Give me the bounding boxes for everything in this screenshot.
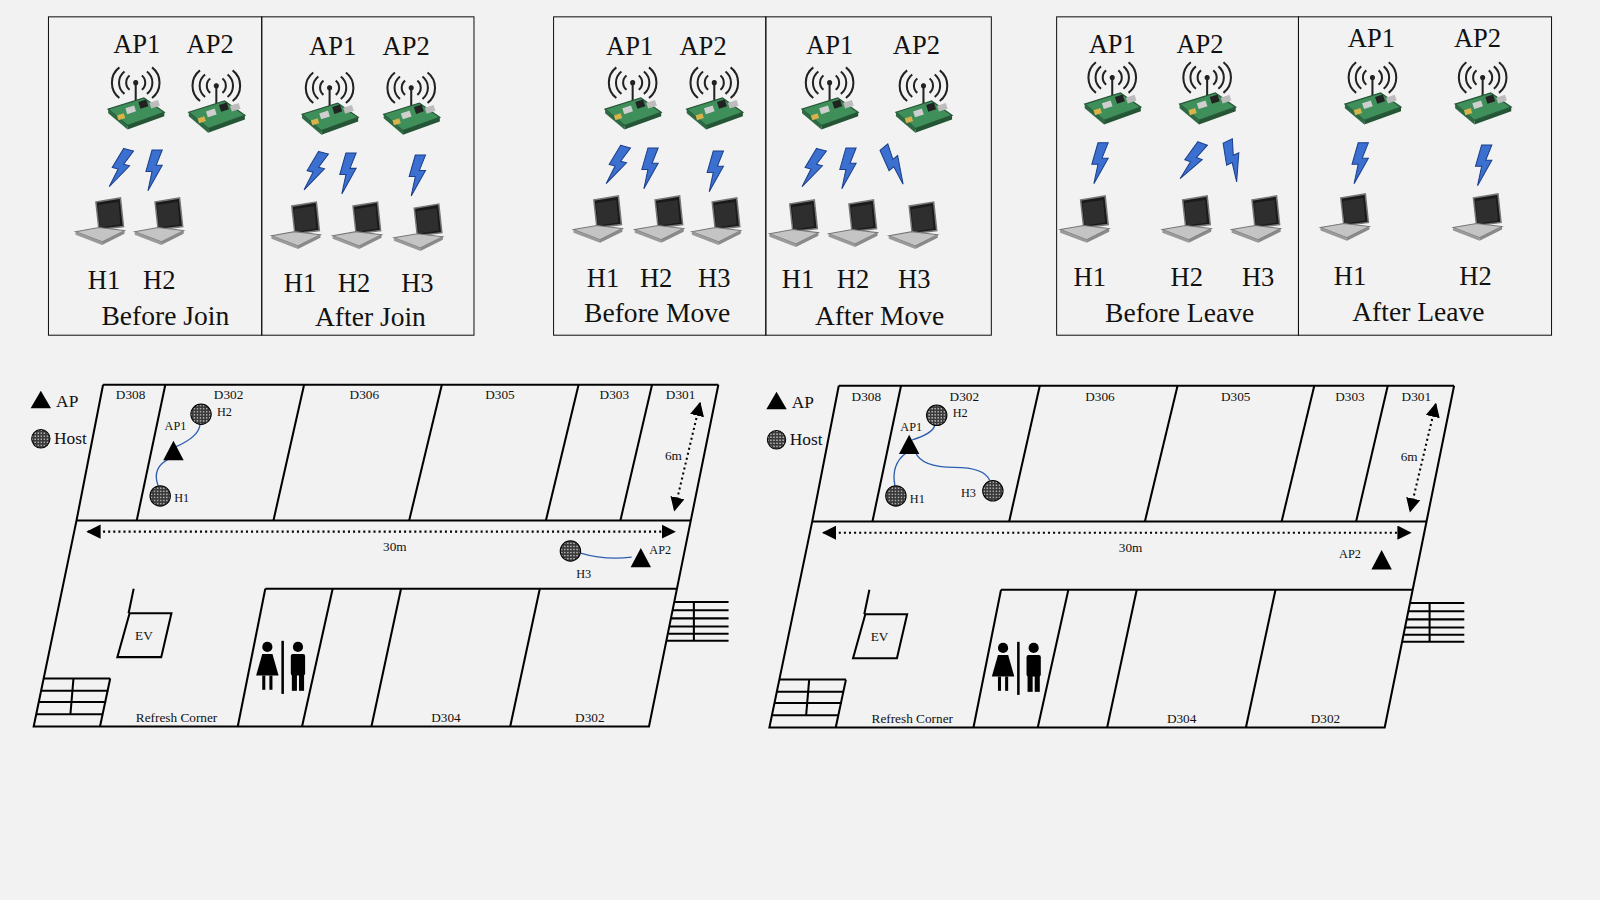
device-label: H2 [640,265,672,292]
host-label: H3 [575,567,592,579]
device-label: H2 [1459,263,1491,290]
device-label: AP1 [606,34,653,61]
room-label: D304 [1166,712,1198,725]
device-label: H1 [1334,263,1366,290]
panel-caption: After Move [815,303,944,331]
room-label: D305 [484,388,516,401]
room-label: D303 [1334,389,1366,402]
device-label: H1 [587,265,619,292]
legend-text: Host [54,430,87,447]
device-label: H3 [1242,264,1274,291]
device-label: H3 [698,265,730,292]
host-label: H1 [909,493,926,505]
room-label: EV [134,629,154,642]
device-label: H1 [88,267,120,294]
scenario-panel: AP1 AP2H1 H2 H3Before Leave [1056,16,1299,335]
ap-label: AP2 [1338,548,1362,560]
room-label: D301 [1401,389,1433,402]
ap-label: AP1 [899,420,923,432]
ap-label: AP2 [648,544,672,556]
panel-caption: Before Join [101,303,229,331]
device-label: H1 [284,270,316,297]
room-label: D302 [213,388,245,401]
device-label: H1 [782,266,814,293]
device-label: AP1 [1089,32,1136,59]
room-label: EV [870,630,890,643]
scenario-panel: AP1 AP2H1 H2 H3After Join [261,16,474,335]
host-label: H3 [960,487,977,499]
legend-text: AP [792,393,814,410]
dimension: 6m [664,448,683,461]
room-label: D308 [851,389,883,402]
area-label: Refresh Corner [135,711,218,724]
room-label: D303 [599,388,631,401]
device-label: AP2 [383,34,430,61]
device-label: H1 [1074,264,1106,291]
device-label: H2 [1171,264,1203,291]
ap-label: AP1 [164,419,188,431]
host-label: H2 [216,406,233,418]
legend-text: AP [56,392,78,409]
device-label: H2 [338,270,370,297]
device-label: H2 [837,266,869,293]
room-label: D301 [665,388,697,401]
room-label: D306 [1084,389,1116,402]
dimension: 30m [1118,540,1144,553]
device-label: AP2 [1176,32,1223,59]
dimension: 6m [1400,449,1419,462]
device-label: AP1 [113,32,160,59]
room-label: D305 [1220,389,1252,402]
device-label: AP2 [893,33,940,60]
panel-caption: After Join [315,304,426,332]
device-label: H3 [401,270,433,297]
panel-caption: Before Move [584,299,730,327]
device-label: AP2 [679,34,726,61]
room-label: D302 [1310,712,1342,725]
panel-caption: Before Leave [1105,299,1254,327]
dimension: 30m [382,539,408,552]
device-label: AP1 [1348,26,1395,53]
host-label: H2 [952,407,969,419]
scenario-panel: AP1 AP2H1 H2 H3After Move [765,16,992,335]
room-label: D304 [430,711,462,724]
room-label: D302 [949,389,981,402]
device-label: AP1 [806,33,853,60]
device-label: AP2 [187,32,234,59]
device-label: H3 [898,266,930,293]
area-label: Refresh Corner [871,712,954,725]
host-label: H1 [173,492,190,504]
scenario-panel: AP1 AP2H1 H2Before Join [48,16,262,335]
device-label: AP2 [1454,26,1501,53]
room-label: D306 [349,388,381,401]
room-label: D302 [574,711,606,724]
device-label: AP1 [309,34,356,61]
panel-caption: After Leave [1352,298,1484,326]
scenario-panel: AP1 AP2H1 H2 H3Before Move [553,16,766,335]
legend-text: Host [790,431,823,448]
room-label: D308 [115,388,147,401]
scenario-panel: AP1 AP2H1 H2After Leave [1298,16,1552,335]
device-label: H2 [143,267,175,294]
